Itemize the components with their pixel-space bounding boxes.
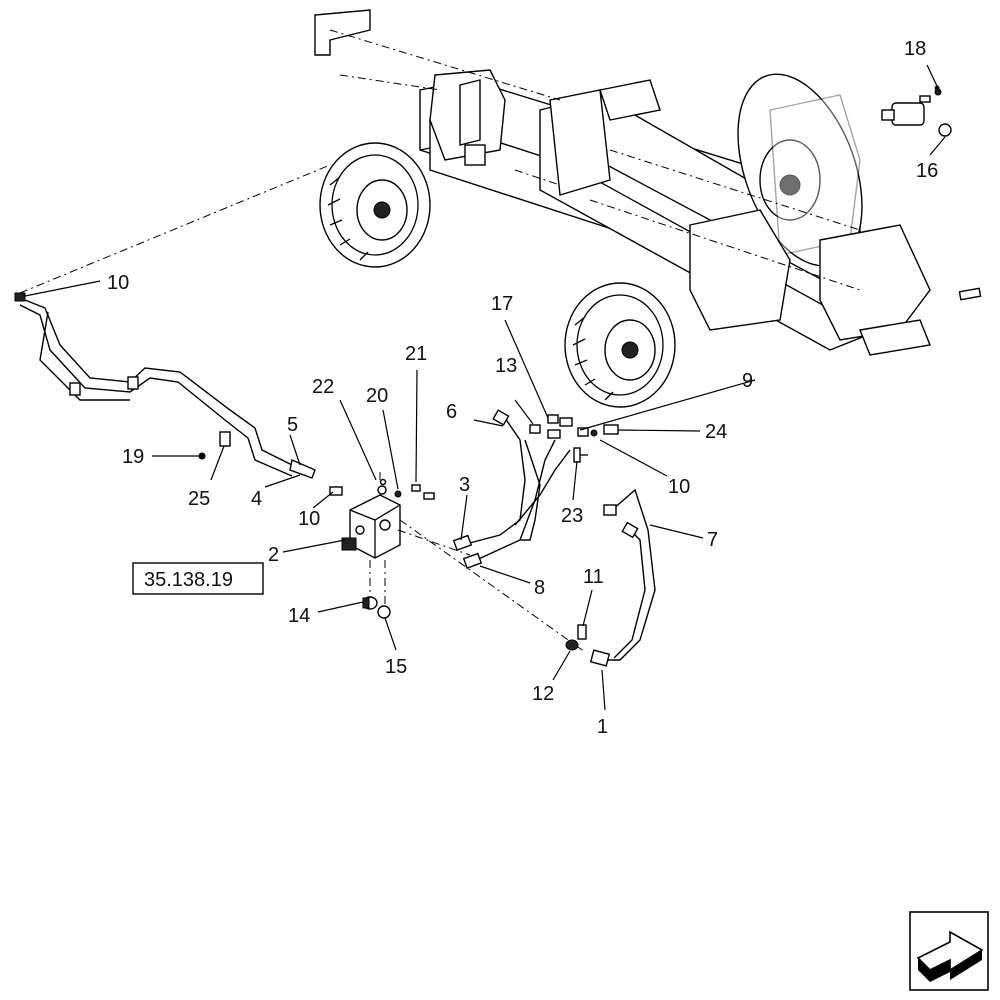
callout-12: 12: [532, 683, 554, 705]
reference-box-label: 35.138.19: [144, 569, 233, 591]
callout-6: 6: [446, 401, 457, 423]
callout-7: 7: [707, 529, 718, 551]
left-wheel: [319, 142, 431, 268]
leader-dots: [199, 85, 940, 459]
callout-20: 20: [366, 385, 388, 407]
callout-18: 18: [904, 38, 926, 60]
callout-10-top: 10: [107, 272, 129, 294]
callout-24: 24: [705, 421, 727, 443]
machine-frame-assembly: [314, 9, 982, 408]
hydraulic-hoses-3-6-8: [452, 409, 573, 569]
reference-box[interactable]: 35.138.19: [132, 562, 264, 595]
callout-10-right: 10: [668, 476, 690, 498]
callout-9: 9: [742, 370, 753, 392]
plugs-14-15: [362, 596, 391, 619]
valve-block: [341, 470, 586, 653]
next-page-arrow-icon[interactable]: [909, 911, 989, 991]
callout-13: 13: [495, 355, 517, 377]
callout-22: 22: [312, 376, 334, 398]
fittings-9-24-23: [573, 424, 619, 463]
right-wheel: [564, 282, 676, 408]
callout-10-mid: 10: [298, 508, 320, 530]
callout-labels: 18 16 10 17 21 22 20 13 9 6 24 5 19 25 4…: [107, 38, 938, 738]
callout-19: 19: [122, 446, 144, 468]
fittings-20-21-22: [329, 484, 435, 500]
callout-11: 11: [583, 566, 604, 588]
callout-17: 17: [491, 293, 513, 315]
callout-4: 4: [251, 488, 262, 510]
leader-lines: [24, 64, 946, 711]
long-hydraulic-tube: [14, 164, 331, 479]
callout-15: 15: [385, 656, 407, 678]
callout-25: 25: [188, 488, 210, 510]
callout-3: 3: [459, 474, 470, 496]
hydraulic-hose-7: [565, 488, 656, 667]
callout-14: 14: [288, 605, 310, 627]
callout-21: 21: [405, 343, 427, 365]
callout-23: 23: [561, 505, 583, 527]
callout-5: 5: [287, 414, 298, 436]
callout-1: 1: [597, 716, 608, 738]
callout-2: 2: [268, 544, 279, 566]
callout-16: 16: [916, 160, 938, 182]
sensor-assembly: [881, 88, 952, 137]
callout-8: 8: [534, 577, 545, 599]
